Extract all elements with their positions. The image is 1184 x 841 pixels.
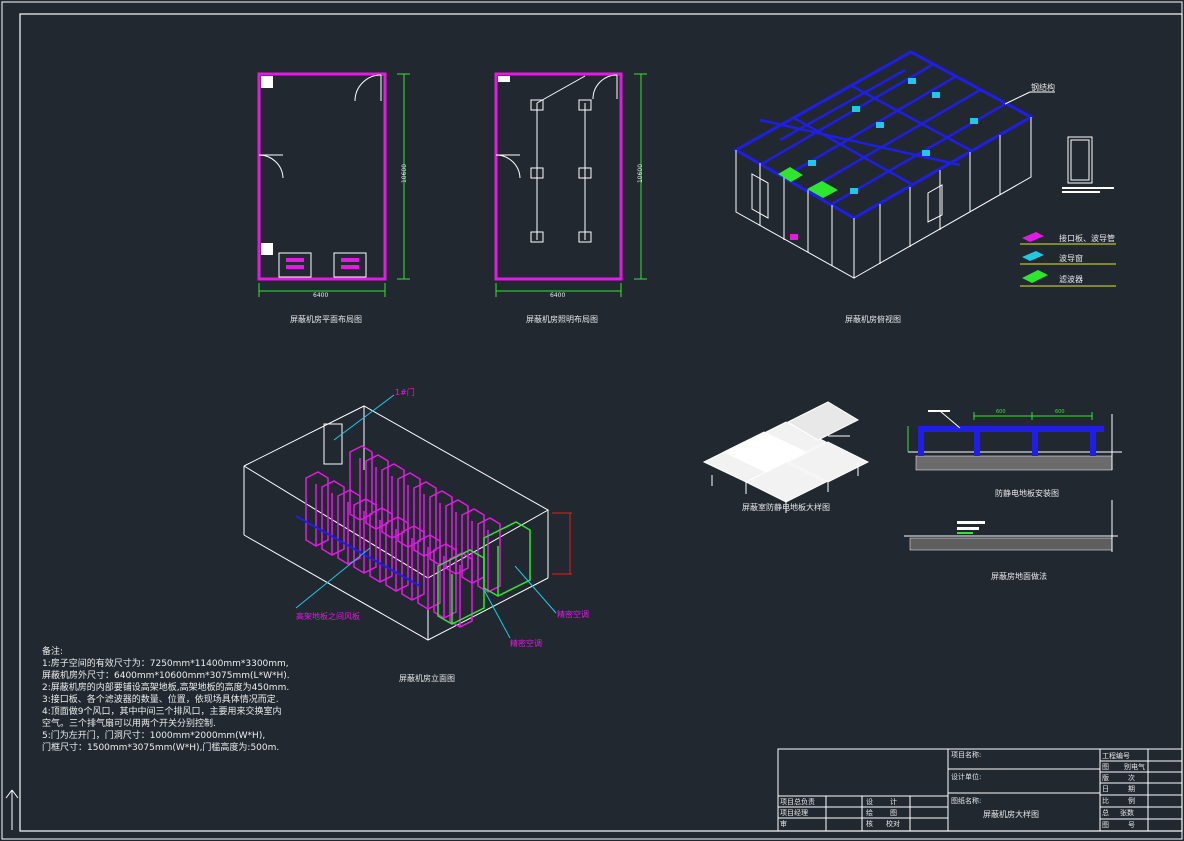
waveguide-window-icon (778, 78, 978, 198)
dim-light-height: 10600 (637, 163, 645, 184)
callout-ac-2: 精密空调 (557, 610, 589, 619)
callout-ac-1: 精密空调 (510, 639, 542, 648)
server-rack (337, 489, 361, 565)
title-block (777, 748, 1183, 832)
plan-layout-view (257, 72, 410, 297)
door-elevation (1067, 136, 1093, 184)
dim-plan-width: 6400 (313, 292, 329, 299)
server-rack (461, 508, 485, 584)
tb-drawing-name: 屏蔽机房大样图 (983, 810, 1039, 819)
callout-floor-vent: 高架地板之间风板 (296, 612, 360, 621)
door-swing (354, 74, 382, 102)
callout-steel: 钢结构 (1031, 83, 1055, 92)
door-swing (258, 154, 284, 179)
tb-cell: 张数 (1120, 809, 1134, 817)
tb-cell: 项目经理 (780, 809, 808, 817)
tb-cell: 工程编号 (1102, 752, 1130, 760)
room-outline (257, 72, 387, 281)
panel-box (261, 243, 273, 255)
dim-floor-span-2: 600 (1055, 409, 1065, 415)
tb-cell: 设 (866, 798, 873, 806)
tb-cell: 次 (1128, 774, 1135, 782)
server-rack (401, 525, 425, 601)
server-rack (397, 472, 421, 548)
room-outline (494, 72, 623, 281)
note-line: 5:门为左开门，门洞尺寸：1000mm*2000mm(W*H), (42, 731, 266, 741)
note-line: 屏蔽机房外尺寸：6400mm*10600mm*3075mm(L*W*H). (42, 671, 290, 681)
server-rack (477, 517, 501, 593)
tb-cell: 期 (1128, 785, 1135, 793)
notes-block: 备注: 1:房子空间的有效尺寸为：7250mm*11400mm*3300mm, … (42, 646, 290, 754)
note-line: 2:屏蔽机房的内部要铺设高架地板,高架地板的高度为450mm. (42, 683, 290, 693)
tb-cell: 别电气 (1124, 763, 1145, 771)
note-line: 空气。三个排气扇可以用两个开关分别控制. (42, 719, 216, 729)
caption-ground-method: 屏蔽房地面做法 (991, 572, 1047, 581)
tb-cell: 绘 (866, 809, 873, 817)
tb-cell: 号 (1128, 821, 1135, 829)
tb-cell: 图 (1102, 821, 1109, 829)
tb-cell: 比 (1102, 797, 1109, 805)
server-rack (417, 534, 441, 610)
tb-drawing-name-label: 图纸名称: (951, 797, 982, 805)
legend-label-interface: 接口板、波导管 (1059, 234, 1115, 243)
tb-cell: 项目总负责 (780, 798, 815, 806)
caption-elevation: 屏蔽机房立面图 (399, 674, 455, 683)
caption-floor-install: 防静电地板安装图 (995, 489, 1059, 498)
caption-iso-top: 屏蔽机房俯视图 (845, 315, 901, 324)
tb-cell: 总 (1102, 809, 1109, 817)
ac-unit (333, 252, 367, 278)
ac-unit (278, 252, 312, 278)
tb-cell: 图 (1102, 763, 1109, 771)
dim-light-width: 6400 (550, 292, 566, 299)
legend (1020, 232, 1116, 287)
drawing-frame (19, 13, 1183, 832)
server-rack (369, 507, 393, 583)
server-rack (353, 498, 377, 574)
caption-plan-lighting: 屏蔽机房照明布局图 (526, 315, 598, 324)
server-rack (449, 552, 473, 628)
panel-box (261, 76, 273, 88)
note-line: 4:顶面做9个风口，其中中间三个排风口，主要用来交换室内 (42, 707, 282, 717)
server-rack (445, 499, 469, 575)
tb-cell: 日 (1102, 785, 1109, 793)
callout-door: 1#门 (395, 388, 415, 397)
elevation-view (243, 394, 572, 641)
dim-plan-height: 10600 (401, 163, 409, 184)
server-rack (365, 454, 389, 530)
tb-design-unit: 设计单位: (951, 773, 982, 781)
server-rack (413, 481, 437, 557)
note-line: 门框尺寸：1500mm*3075mm(W*H),门槛高度为:500m. (42, 743, 280, 753)
legend-label-waveguide: 波导窗 (1059, 254, 1083, 263)
server-rack (305, 471, 329, 547)
server-rack (381, 463, 405, 539)
ucs-icon (5, 789, 19, 830)
caption-plan-layout: 屏蔽机房平面布局图 (290, 315, 362, 324)
caption-floor-detail: 屏蔽室防静电地板大样图 (742, 503, 830, 512)
plan-lighting-view (494, 72, 647, 297)
ground-method-view (904, 500, 1118, 552)
tb-cell: 计 (890, 798, 897, 806)
server-rack (321, 480, 345, 556)
server-rack (349, 445, 373, 521)
server-rack (385, 516, 409, 592)
note-line: 3:接口板、各个滤波器的数量、位置，依现场具体情况而定. (42, 695, 279, 705)
tb-cell: 核 (866, 820, 873, 828)
dim-floor-span-1: 600 (996, 409, 1006, 415)
tb-cell: 例 (1128, 797, 1135, 805)
tb-cell: 图 (890, 809, 897, 817)
floor-install-view (907, 410, 1122, 471)
server-rack (433, 543, 457, 619)
tb-cell: 校对 (886, 820, 900, 828)
notes-title: 备注: (42, 647, 64, 657)
iso-top-view (732, 50, 1114, 279)
tb-cell: 版 (1102, 774, 1109, 782)
tb-cell: 审 (780, 820, 787, 828)
floor-detail-view (702, 401, 870, 513)
note-line: 1:房子空间的有效尺寸为：7250mm*11400mm*3300mm, (42, 659, 289, 669)
tb-project-name: 项目名称: (951, 751, 982, 759)
legend-label-filter: 滤波器 (1059, 275, 1083, 284)
